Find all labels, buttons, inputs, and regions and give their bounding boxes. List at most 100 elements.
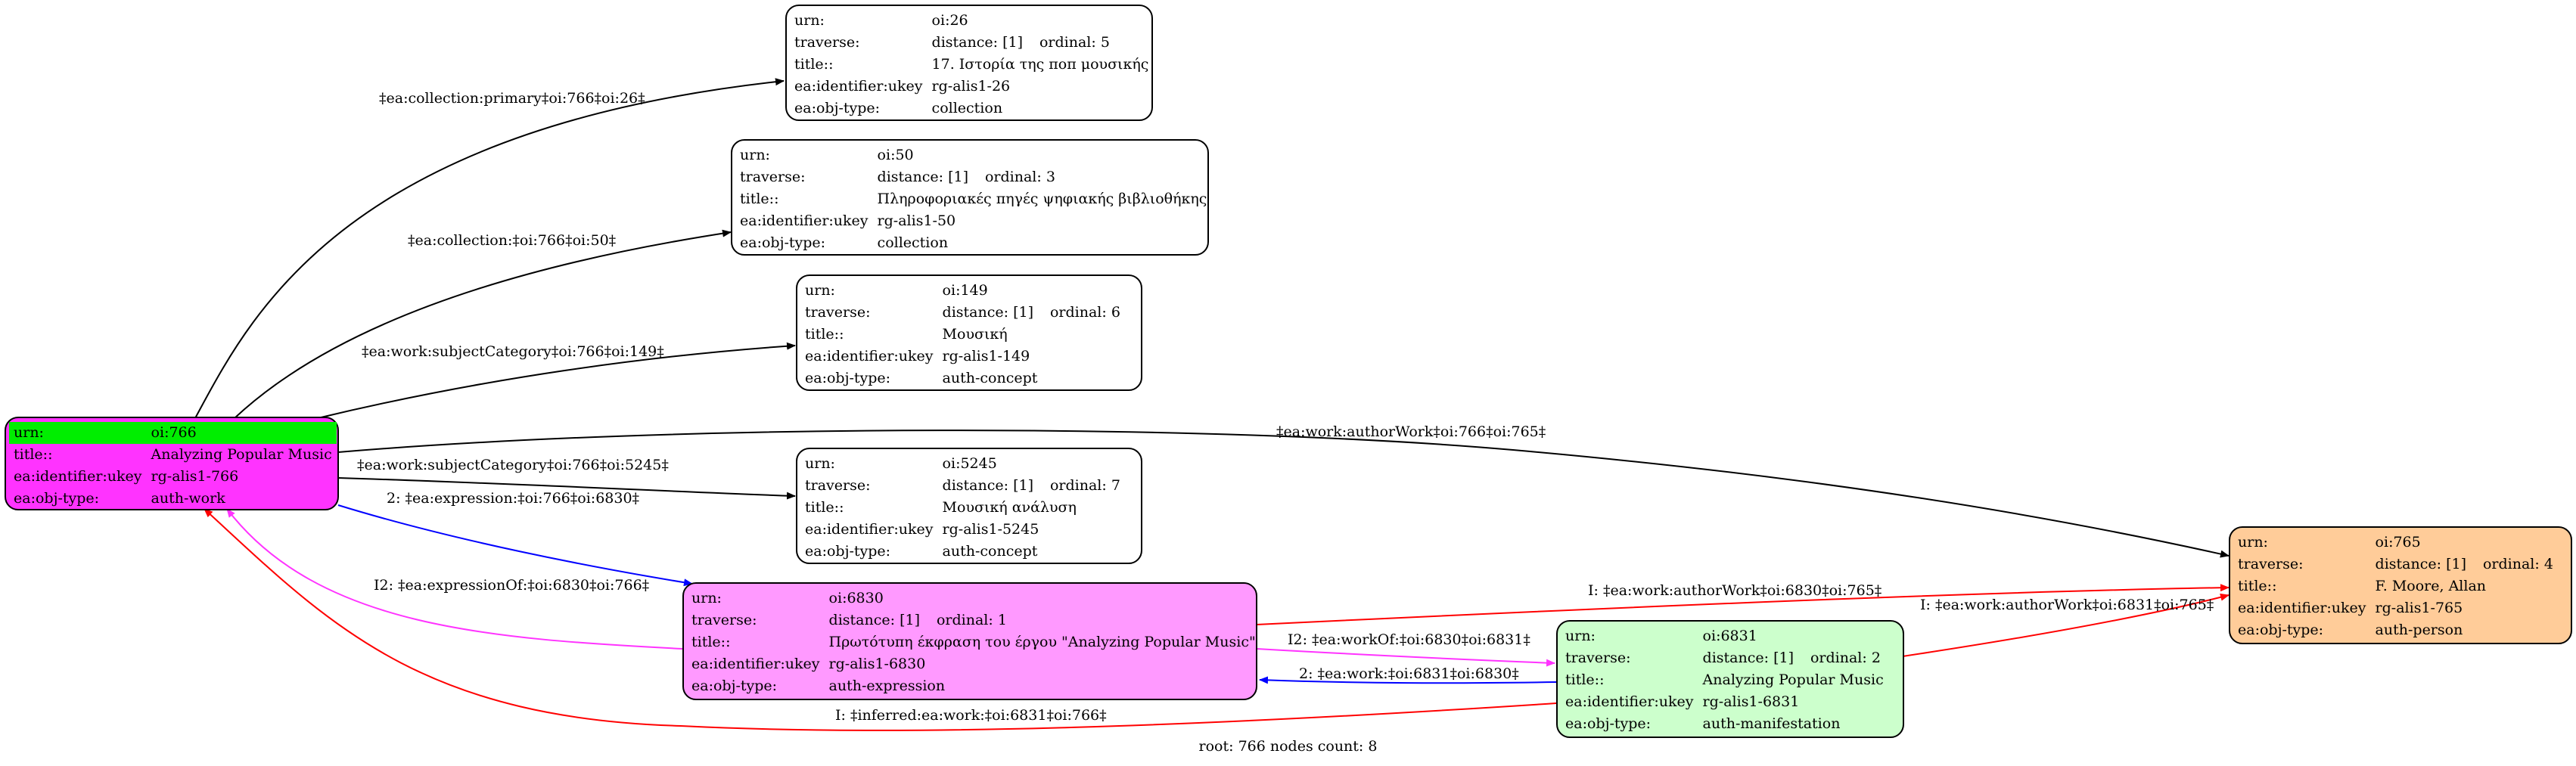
node-765-ordinal: ordinal: 4	[2482, 556, 2553, 572]
node-766-key-title: title::	[14, 446, 53, 463]
node-26-key-urn: urn:	[794, 12, 825, 29]
edge-expression-of	[226, 508, 683, 650]
node-5245-key-ukey: ea:identifier:ukey	[805, 521, 934, 538]
edge-work-of	[1256, 648, 1555, 667]
node-50-objtype: collection	[877, 234, 949, 251]
edge-label-work: 2: ‡ea:work:‡oi:6831‡oi:6830‡	[1299, 665, 1519, 682]
node-6830-key-ukey: ea:identifier:ukey	[691, 656, 820, 672]
node-766-key-urn: urn:	[14, 424, 44, 441]
edge-label-expression-of: I2: ‡ea:expressionOf:‡oi:6830‡oi:766‡	[374, 577, 649, 594]
node-765-title: F. Moore, Allan	[2375, 578, 2487, 594]
node-5245-title: Μουσική ανάλυση	[942, 499, 1077, 516]
node-6831-title: Analyzing Popular Music	[1702, 671, 1884, 688]
node-6831-key-title: title::	[1565, 671, 1605, 688]
edge-label-author-work-6830: I: ‡ea:work:authorWork‡oi:6830‡oi:765‡	[1588, 582, 1882, 599]
node-149-key-ukey: ea:identifier:ukey	[805, 348, 934, 364]
node-5245-ukey: rg-alis1-5245	[942, 521, 1039, 538]
node-6831-objtype: auth-manifestation	[1702, 715, 1841, 732]
node-50-ukey: rg-alis1-50	[877, 212, 956, 229]
node-oi-149[interactable]: urn:oi:149 traverse:distance: [1]ordinal…	[796, 274, 1142, 391]
node-6831-urn: oi:6831	[1702, 628, 1757, 644]
node-6831-distance: distance: [1]	[1702, 650, 1794, 666]
node-50-key-traverse: traverse:	[740, 169, 806, 185]
node-766-ukey: rg-alis1-766	[151, 468, 239, 485]
node-26-urn: oi:26	[931, 12, 968, 29]
node-765-objtype: auth-person	[2375, 622, 2463, 638]
node-149-key-title: title::	[805, 326, 844, 343]
node-50-title: Πληροφοριακές πηγές ψηφιακής βιβλιοθήκης	[877, 191, 1207, 207]
node-oi-765[interactable]: urn: oi:765 traverse: distance: [1] ordinal…	[2229, 526, 2572, 644]
node-6830-key-urn: urn:	[691, 590, 722, 606]
node-oi-26[interactable]: urn:oi:26 traverse:distance: [1]ordinal:…	[785, 5, 1153, 121]
node-5245-distance: distance: [1]	[942, 477, 1033, 494]
node-149-ukey: rg-alis1-149	[942, 348, 1030, 364]
node-765-key-urn: urn:	[2238, 534, 2268, 550]
node-149-ordinal: ordinal: 6	[1049, 304, 1120, 321]
edge-inferred-work	[204, 508, 1557, 731]
node-765-distance: distance: [1]	[2375, 556, 2466, 572]
node-oi-6830[interactable]: urn: oi:6830 traverse: distance: [1] ordina…	[682, 582, 1257, 700]
node-5245-key-urn: urn:	[805, 455, 835, 472]
node-6831-key-objtype: ea:obj-type:	[1565, 715, 1652, 732]
node-50-urn: oi:50	[877, 147, 914, 163]
edge-label-inferred-work: I: ‡inferred:ea:work:‡oi:6831‡oi:766‡	[835, 707, 1107, 724]
node-6830-key-objtype: ea:obj-type:	[691, 678, 778, 694]
node-50-distance: distance: [1]	[877, 169, 968, 185]
edge-label-expression: 2: ‡ea:expression:‡oi:766‡oi:6830‡	[387, 490, 639, 507]
node-50-key-objtype: ea:obj-type:	[740, 234, 826, 251]
node-765-key-traverse: traverse:	[2238, 556, 2304, 572]
edge-label-collection: ‡ea:collection:‡oi:766‡oi:50‡	[408, 232, 616, 249]
node-766-title: Analyzing Popular Music	[151, 446, 332, 463]
edge-work	[1259, 676, 1557, 684]
node-6830-distance: distance: [1]	[828, 612, 920, 628]
node-5245-key-title: title::	[805, 499, 844, 516]
node-766-urn: oi:766	[151, 424, 197, 441]
node-5245-key-traverse: traverse:	[805, 477, 871, 494]
node-5245-urn: oi:5245	[942, 455, 997, 472]
node-5245-ordinal: ordinal: 7	[1049, 477, 1120, 494]
edge-author-work-6831	[1902, 593, 2230, 657]
edge-label-author-work-6831: I: ‡ea:work:authorWork‡oi:6831‡oi:765‡	[1920, 597, 2214, 613]
edge-subject-category-149	[317, 342, 796, 419]
node-5245-key-objtype: ea:obj-type:	[805, 543, 891, 560]
node-26-objtype: collection	[931, 100, 1003, 116]
node-26-ukey: rg-alis1-26	[931, 78, 1011, 95]
node-oi-6831[interactable]: urn:oi:6831 traverse:distance: [1]ordina…	[1556, 620, 1904, 738]
edge-label-work-of: I2: ‡ea:workOf:‡oi:6830‡oi:6831‡	[1288, 631, 1530, 648]
node-oi-766-root[interactable]: urn: oi:766 title::Analyzing Popular Musi…	[5, 417, 339, 510]
node-oi-5245[interactable]: urn: oi:5245 traverse: distance: [1] ordina…	[796, 448, 1142, 564]
node-149-key-urn: urn:	[805, 282, 835, 299]
node-765-ukey: rg-alis1-765	[2375, 600, 2463, 616]
edge-author-work-766	[337, 430, 2230, 558]
node-6831-key-traverse: traverse:	[1565, 650, 1631, 666]
node-766-key-objtype: ea:obj-type:	[14, 490, 100, 507]
node-6830-urn: oi:6830	[828, 590, 884, 606]
node-50-ordinal: ordinal: 3	[984, 169, 1055, 185]
node-6830-key-traverse: traverse:	[691, 612, 757, 628]
node-6830-ordinal: ordinal: 1	[936, 612, 1007, 628]
edge-author-work-6830	[1256, 584, 2230, 625]
node-26-ordinal: ordinal: 5	[1039, 34, 1110, 51]
edge-label-author-work-766: ‡ea:work:authorWork‡oi:766‡oi:765‡	[1276, 423, 1546, 440]
node-765-urn: oi:765	[2375, 534, 2421, 550]
edge-collection-primary	[194, 78, 785, 419]
node-oi-50[interactable]: urn:oi:50 traverse:distance: [1]ordinal:…	[731, 139, 1209, 256]
node-6831-ordinal: ordinal: 2	[1810, 650, 1881, 666]
node-6831-key-ukey: ea:identifier:ukey	[1565, 693, 1694, 710]
node-765-key-ukey: ea:identifier:ukey	[2238, 600, 2366, 616]
graph-footer: root: 766 nodes count: 8	[1198, 738, 1378, 755]
node-50-key-ukey: ea:identifier:ukey	[740, 212, 869, 229]
edge-subject-category-5245	[337, 477, 796, 500]
node-6830-key-title: title::	[691, 634, 731, 650]
edge-label-subject-category-5245: ‡ea:work:subjectCategory‡oi:766‡oi:5245‡	[357, 457, 669, 473]
edge-label-subject-category-149: ‡ea:work:subjectCategory‡oi:766‡oi:149‡	[362, 343, 664, 360]
node-766-objtype: auth-work	[151, 490, 225, 507]
node-6831-ukey: rg-alis1-6831	[1702, 693, 1800, 710]
node-149-objtype: auth-concept	[942, 370, 1038, 386]
node-26-key-ukey: ea:identifier:ukey	[794, 78, 923, 95]
node-5245-objtype: auth-concept	[942, 543, 1038, 560]
node-149-key-traverse: traverse:	[805, 304, 871, 321]
node-149-distance: distance: [1]	[942, 304, 1033, 321]
node-26-distance: distance: [1]	[931, 34, 1023, 51]
